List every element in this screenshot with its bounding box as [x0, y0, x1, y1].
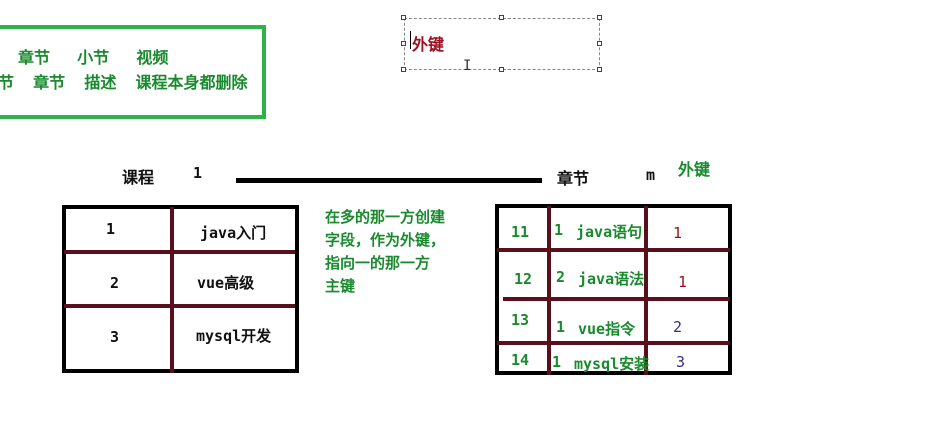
course-id-1: 1 [106, 220, 116, 238]
chapter-id-13: 13 [511, 311, 530, 329]
course-col-divider [170, 207, 174, 373]
resize-handle-tl[interactable] [401, 15, 406, 20]
resize-handle-tr[interactable] [597, 15, 602, 20]
resize-handle-mr[interactable] [597, 41, 602, 46]
note-line-2: 字段，作为外键， [325, 231, 446, 249]
chapter-id-11: 11 [511, 223, 530, 241]
chapter-table [495, 204, 732, 375]
chapter-name-12: java语法 [578, 270, 645, 288]
chapter-col-divider-2 [644, 206, 648, 375]
word-description: 描述 [84, 73, 117, 92]
resize-handle-br[interactable] [597, 67, 602, 72]
course-name-2: vue高级 [197, 274, 255, 292]
course-name-1: java入门 [200, 224, 267, 242]
chapter-fk-14: 3 [676, 353, 686, 371]
chapter-courseid-14: 1 [552, 353, 562, 371]
chapter-courseid-13: 1 [556, 318, 566, 336]
chapter-id-12: 12 [514, 270, 533, 288]
chapter-courseid-11: 1 [554, 221, 564, 239]
text-caret [410, 31, 411, 49]
word-chapter: 章节 [18, 48, 51, 67]
course-name-3: mysql开发 [196, 327, 272, 345]
word-section: 小节 [77, 48, 110, 67]
chapter-courseid-12: 2 [556, 268, 566, 286]
chapter-label: 章节 [557, 169, 590, 188]
chapter-row-divider-1 [497, 248, 730, 252]
foreign-key-label: 外键 [412, 35, 445, 54]
cascade-note-box [0, 25, 266, 119]
word-course-delete: 课程本身都删除 [135, 73, 248, 92]
chapter-fk-11: 1 [673, 224, 683, 242]
note-line-4: 主键 [325, 277, 356, 295]
course-id-2: 2 [110, 274, 120, 292]
chapter-name-14: mysql安装 [574, 355, 650, 373]
many-cardinality: m [646, 166, 656, 184]
chapter-name-13: vue指令 [578, 320, 636, 338]
resize-handle-bl[interactable] [401, 67, 406, 72]
course-label: 课程 [122, 168, 155, 187]
chapter-fk-12: 1 [678, 273, 688, 291]
course-id-3: 3 [110, 328, 120, 346]
word-video: 视频 [136, 48, 169, 67]
cascade-line-1: 章节 小节 视频 [18, 44, 168, 68]
course-row-divider-2 [64, 304, 295, 308]
fk-explanation: 在多的那一方创建 字段，作为外键， 指向一的那一方 主键 [325, 206, 445, 298]
word-chapter-2: 章节 [33, 73, 66, 92]
one-cardinality: 1 [193, 164, 203, 182]
cascade-line-2: 节 章节 描述 课程本身都删除 [0, 69, 248, 93]
note-line-3: 指向一的那一方 [325, 254, 431, 272]
course-table [62, 205, 299, 373]
resize-handle-tm[interactable] [499, 15, 504, 20]
course-row-divider-1 [64, 250, 295, 254]
foreign-key-note: 外键 [678, 160, 711, 179]
resize-handle-ml[interactable] [401, 41, 406, 46]
relationship-line [236, 178, 542, 183]
chapter-fk-13: 2 [673, 318, 683, 336]
chapter-name-11: java语句 [576, 223, 643, 241]
chapter-id-14: 14 [511, 351, 530, 369]
resize-handle-bm[interactable] [499, 67, 504, 72]
note-line-1: 在多的那一方创建 [325, 208, 446, 226]
word-section-partial: 节 [0, 73, 15, 92]
chapter-row-divider-3 [497, 341, 730, 345]
chapter-row-divider-2 [503, 297, 730, 301]
chapter-col-divider-1 [547, 206, 551, 375]
ibeam-cursor-icon: I [463, 58, 472, 74]
